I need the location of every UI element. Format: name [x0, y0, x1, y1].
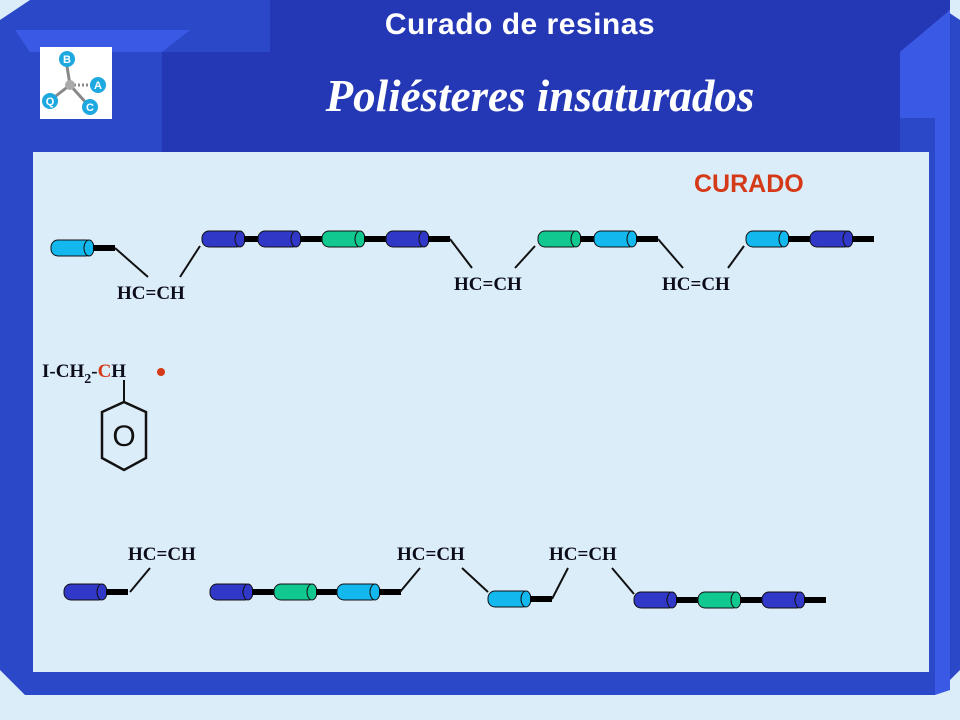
- logo-letter-a: A: [94, 80, 102, 92]
- logo-letter-q: Q: [46, 96, 55, 108]
- logo-letter-c: C: [86, 102, 94, 114]
- bottom-chain-segment-6: [633, 591, 698, 609]
- bottom-chain-segment-8: [761, 591, 826, 609]
- bottom-bond-line-5: [611, 567, 635, 595]
- top-chain-segment-2: [201, 230, 266, 248]
- top-bond-line-1: [114, 247, 149, 278]
- initiator-formula: I-CH2-CH: [42, 361, 127, 387]
- top-double-bond-label-3: HC=CH: [662, 274, 730, 295]
- bottom-chain-segment-4: [336, 583, 401, 601]
- top-bond-line-3: [449, 238, 473, 269]
- top-chain-segment-4: [321, 230, 386, 248]
- top-chain-segment-8: [745, 230, 810, 248]
- top-bond-line-6: [727, 245, 745, 269]
- top-double-bond-label-2: HC=CH: [454, 274, 522, 295]
- top-bond-line-5: [657, 238, 684, 269]
- slide-title: Poliésteres insaturados: [325, 71, 755, 121]
- top-double-bond-label-1: HC=CH: [117, 283, 185, 304]
- bottom-bond-line-4: [551, 567, 569, 600]
- top-bond-line-4: [514, 245, 536, 269]
- radical-dot: [157, 368, 165, 376]
- bottom-chain-segment-2: [209, 583, 274, 601]
- top-chain-segment-3: [257, 230, 322, 248]
- top-chain-segment-9: [809, 230, 874, 248]
- initiator-subscript: 2: [84, 372, 92, 387]
- section-title: Curado de resinas: [384, 8, 656, 41]
- bottom-chain-segment-3: [273, 583, 338, 601]
- curado-heading: CURADO: [694, 170, 804, 198]
- logo: B A C Q: [40, 47, 112, 119]
- bottom-double-bond-label-1: HC=CH: [128, 544, 196, 565]
- bottom-bond-line-1: [129, 567, 151, 593]
- molecule-logo-icon: B A C Q: [42, 51, 106, 115]
- top-bond-line-2: [179, 245, 201, 278]
- bottom-double-bond-label-3: HC=CH: [549, 544, 617, 565]
- initiator-dash: -: [91, 361, 98, 382]
- initiator-prefix: I-CH: [42, 361, 85, 382]
- bottom-double-bond-label-2: HC=CH: [397, 544, 465, 565]
- top-chain-segment-5: [385, 230, 450, 248]
- benzene-ring-icon: [100, 400, 148, 472]
- bottom-bond-line-2: [399, 567, 421, 593]
- bottom-bond-line-3: [461, 567, 489, 593]
- top-chain-segment-1: [50, 239, 115, 257]
- benzene-ring-label: O: [112, 420, 135, 453]
- initiator-suffix: H: [111, 361, 127, 382]
- logo-letter-b: B: [63, 54, 71, 66]
- radical-carbon: C: [97, 361, 112, 382]
- bottom-chain-segment-1: [63, 583, 128, 601]
- top-chain-segment-6: [537, 230, 602, 248]
- bottom-chain-segment-7: [697, 591, 762, 609]
- top-chain-segment-7: [593, 230, 658, 248]
- bottom-chain-segment-5: [487, 590, 552, 608]
